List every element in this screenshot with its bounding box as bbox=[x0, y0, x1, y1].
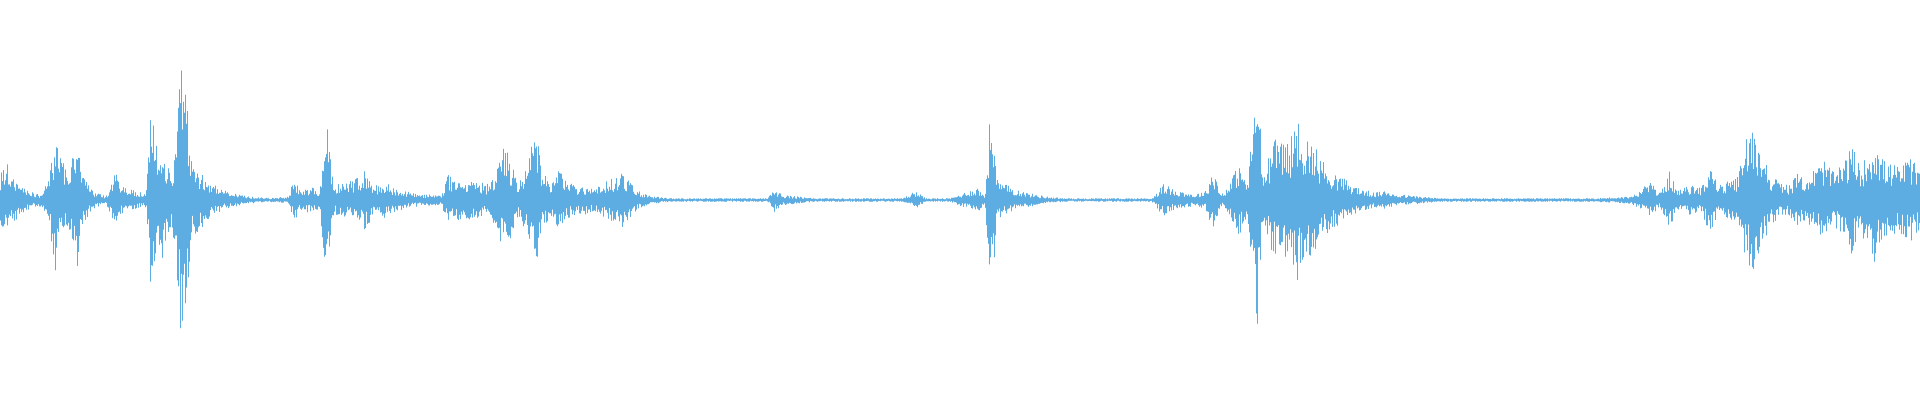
waveform-path bbox=[0, 70, 1920, 329]
waveform-samples bbox=[0, 70, 1920, 329]
